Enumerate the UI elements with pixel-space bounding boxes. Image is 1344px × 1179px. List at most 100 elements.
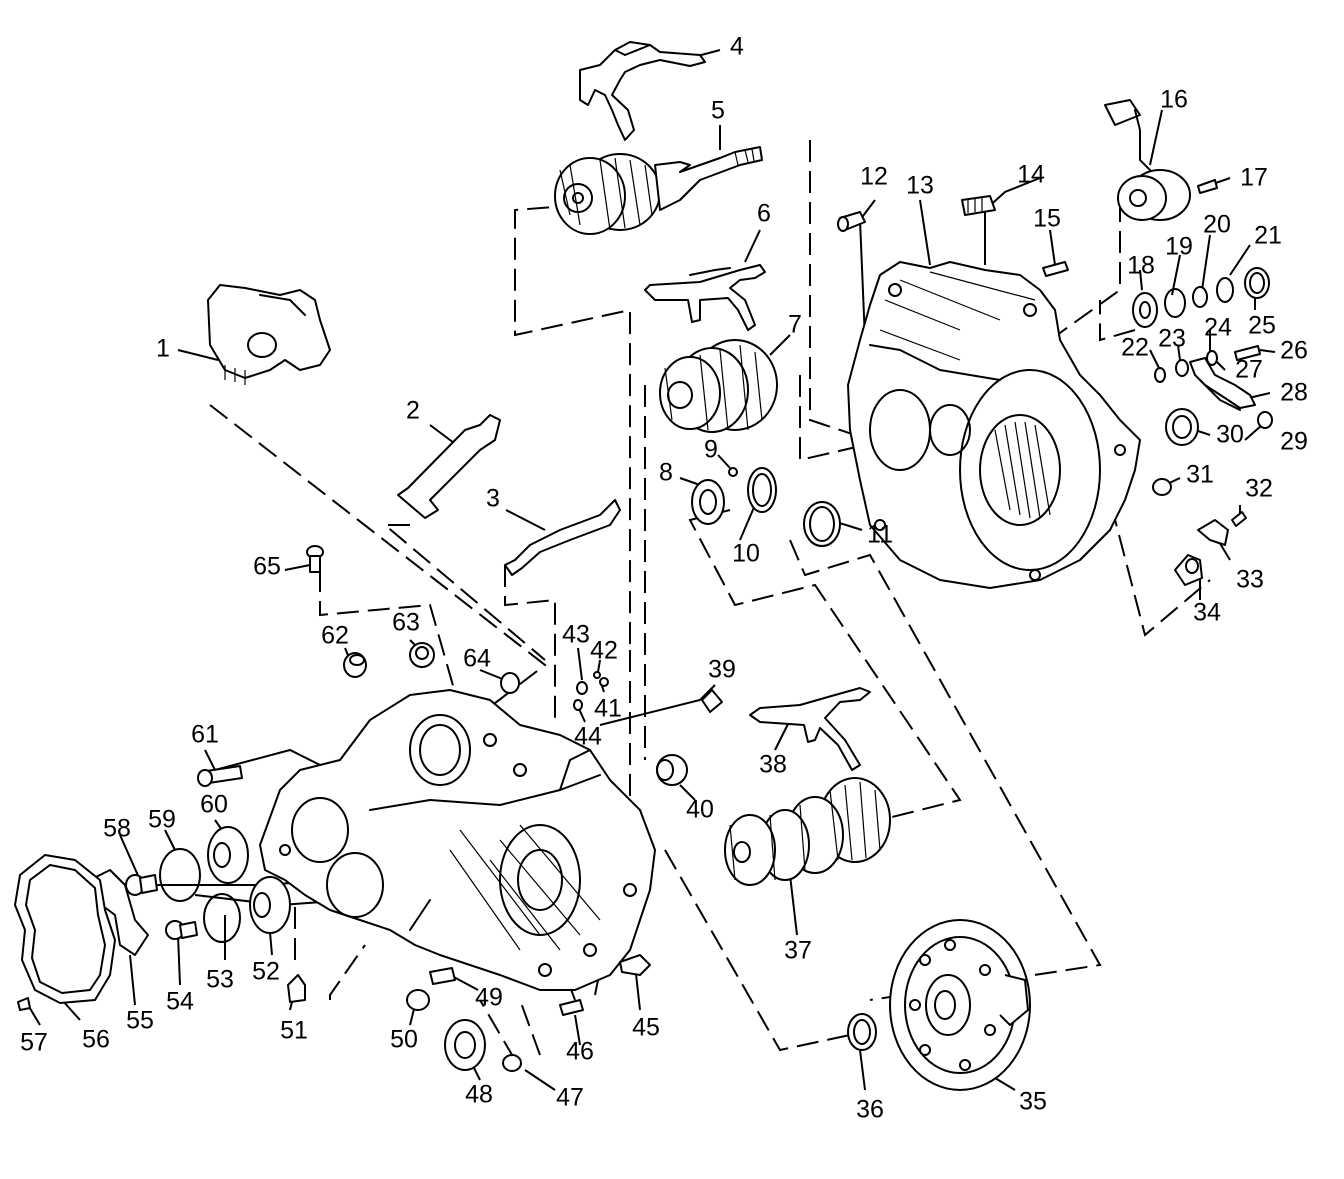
transmission-case	[259, 689, 656, 991]
part-9-bolt	[728, 467, 738, 477]
callout-60: 60	[200, 790, 228, 819]
callout-22: 22	[1121, 333, 1149, 362]
callout-8: 8	[659, 458, 673, 487]
part-43-spring	[576, 681, 588, 695]
callout-5: 5	[711, 96, 725, 125]
part-63-bushing	[409, 642, 435, 668]
callout-26: 26	[1280, 336, 1308, 365]
callout-36: 36	[856, 1095, 884, 1124]
callout-4: 4	[730, 32, 744, 61]
callout-2: 2	[406, 396, 420, 425]
callout-52: 52	[252, 957, 280, 986]
part-26-bolt	[1234, 345, 1261, 361]
part-59-snap-ring	[159, 848, 201, 902]
callout-19: 19	[1165, 232, 1193, 261]
part-24-nut	[1206, 350, 1218, 366]
callout-46: 46	[566, 1037, 594, 1066]
callout-12: 12	[860, 162, 888, 191]
part-21-ring	[1216, 277, 1234, 303]
part-6-shift-rail	[644, 264, 766, 331]
callout-61: 61	[191, 720, 219, 749]
part-64-plug	[500, 672, 520, 694]
part-46-bolt	[559, 999, 584, 1016]
part-56-cover	[14, 854, 116, 1004]
callout-24: 24	[1204, 313, 1232, 342]
part-34-sensor	[1174, 554, 1203, 586]
callout-6: 6	[757, 199, 771, 228]
callout-64: 64	[463, 644, 491, 673]
part-33-bracket	[1197, 519, 1229, 546]
part-19-snap-ring	[1164, 288, 1186, 318]
part-45-bracket	[619, 954, 651, 976]
part-31-plug	[1152, 478, 1172, 496]
callout-7: 7	[788, 310, 802, 339]
part-1-shift-control	[207, 284, 331, 385]
callout-41: 41	[594, 694, 622, 723]
callout-50: 50	[390, 1025, 418, 1054]
part-30-seal	[1165, 408, 1199, 446]
callout-38: 38	[759, 750, 787, 779]
callout-53: 53	[206, 965, 234, 994]
callout-17: 17	[1240, 163, 1268, 192]
callout-10: 10	[732, 539, 760, 568]
callout-25: 25	[1248, 311, 1276, 340]
part-44-detent	[573, 699, 583, 711]
part-40-bushing	[656, 754, 688, 786]
callout-3: 3	[486, 484, 500, 513]
callout-49: 49	[475, 983, 503, 1012]
part-10-snap-ring	[747, 467, 777, 513]
part-20-seal	[1192, 286, 1208, 308]
part-58-bolt	[125, 874, 158, 896]
callout-37: 37	[784, 936, 812, 965]
part-37-output-shaft	[724, 777, 891, 886]
part-62-cap	[343, 652, 367, 678]
part-41-bolt	[599, 677, 609, 687]
callout-18: 18	[1127, 251, 1155, 280]
callout-21: 21	[1254, 221, 1282, 250]
callout-14: 14	[1017, 160, 1045, 189]
part-32-bolt	[1231, 511, 1247, 527]
callout-39: 39	[708, 655, 736, 684]
callout-58: 58	[103, 814, 131, 843]
part-61-bolt	[197, 765, 243, 787]
callout-30: 30	[1216, 420, 1244, 449]
callout-56: 56	[82, 1025, 110, 1054]
part-8-synchro-ring	[691, 479, 725, 525]
callout-63: 63	[392, 608, 420, 637]
part-23-nut	[1175, 359, 1189, 377]
part-17-bolt	[1197, 179, 1218, 194]
part-3-shift-lever	[504, 499, 621, 576]
part-50-bushing	[406, 989, 430, 1011]
callout-33: 33	[1236, 565, 1264, 594]
part-60-bearing	[207, 826, 249, 884]
part-28-bracket	[1199, 379, 1241, 411]
part-54-bolt	[165, 920, 198, 940]
callout-16: 16	[1160, 85, 1188, 114]
callout-54: 54	[166, 987, 194, 1016]
callout-20: 20	[1203, 210, 1231, 239]
part-29-nut	[1257, 411, 1273, 429]
part-18-bearing	[1132, 292, 1158, 328]
part-35-differential	[889, 919, 1031, 1091]
callout-1: 1	[156, 334, 170, 363]
part-22-washer	[1154, 367, 1166, 383]
part-47-plug	[502, 1054, 522, 1072]
part-7-gear-cluster	[659, 339, 778, 433]
part-5-input-shaft	[554, 146, 763, 235]
callout-23: 23	[1158, 324, 1186, 353]
callout-57: 57	[20, 1028, 48, 1057]
callout-42: 42	[590, 636, 618, 665]
callout-34: 34	[1193, 598, 1221, 627]
callout-45: 45	[632, 1013, 660, 1042]
part-36-bearing-race	[847, 1013, 877, 1051]
part-14-cap	[961, 195, 996, 216]
callout-11: 11	[867, 520, 893, 549]
part-48-seal	[444, 1019, 486, 1071]
callout-43: 43	[562, 620, 590, 649]
part-51-plug	[287, 974, 306, 1003]
part-39-magnet	[701, 689, 723, 713]
callout-47: 47	[556, 1083, 584, 1112]
callout-40: 40	[686, 795, 714, 824]
